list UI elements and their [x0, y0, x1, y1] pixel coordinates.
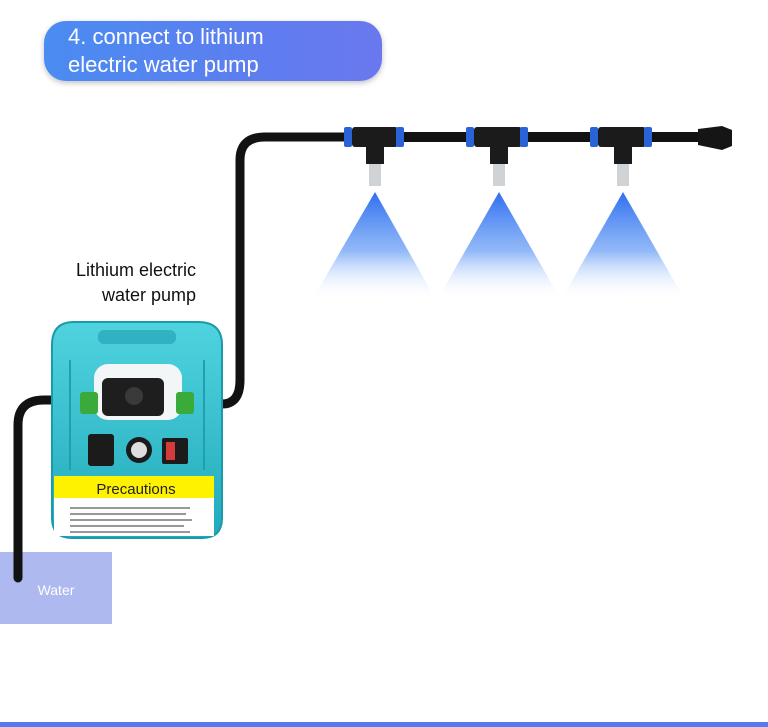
spray-cone-1	[312, 192, 436, 300]
step-banner-line-1: 4. connect to lithium	[68, 24, 264, 49]
step-banner: 4. connect to lithium electric water pum…	[44, 21, 382, 81]
spray-cone-3	[561, 192, 685, 300]
pump-label: Lithium electric water pump	[40, 258, 196, 308]
tee-connector-2	[466, 127, 528, 186]
pump-label-line-1: Lithium electric	[75, 260, 196, 280]
outlet-hose	[221, 132, 350, 409]
water-label: Water	[37, 582, 75, 598]
precautions-label: Precautions	[96, 481, 175, 498]
end-plug	[698, 126, 732, 150]
tee-connector-1	[344, 127, 404, 186]
tee-connector-3	[590, 127, 652, 186]
pump-label-line-2: water pump	[101, 285, 196, 305]
bottom-divider	[0, 722, 768, 727]
step-banner-line-2: electric water pump	[68, 52, 259, 77]
lithium-pump	[51, 321, 223, 539]
spray-cone-2	[437, 192, 561, 300]
intake-hose	[13, 395, 75, 583]
